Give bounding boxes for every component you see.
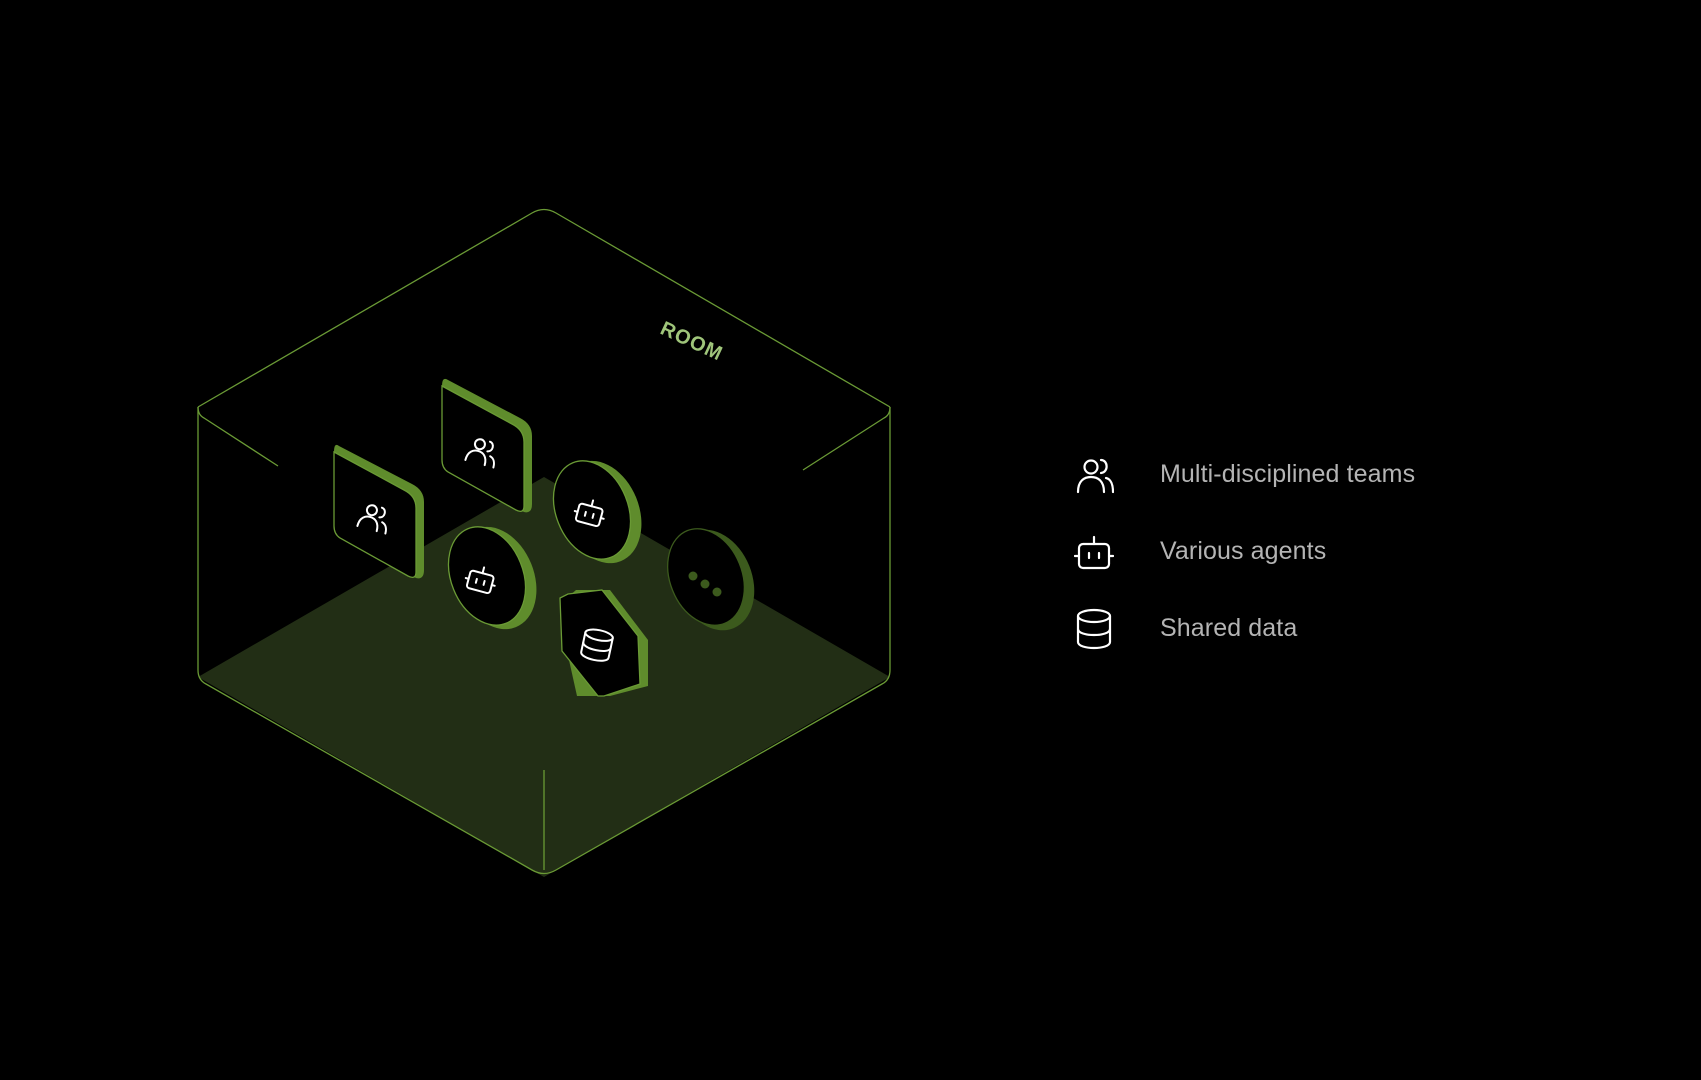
- team-tile-back: [441, 378, 532, 513]
- more-coin: [667, 528, 755, 631]
- legend-item-teams: Multi-disciplined teams: [1072, 436, 1592, 513]
- room-label: ROOM: [657, 318, 726, 366]
- users-icon: [1072, 453, 1116, 497]
- robot-icon: [1072, 530, 1116, 574]
- legend-label: Shared data: [1160, 614, 1298, 642]
- more-dots-icon: [688, 571, 722, 597]
- legend-item-agents: Various agents: [1072, 513, 1592, 590]
- agent-coin-front: [447, 526, 537, 630]
- database-icon: [1072, 607, 1116, 651]
- legend-item-data: Shared data: [1072, 590, 1592, 667]
- room-outline: [197, 208, 891, 875]
- data-hexagon: [559, 589, 648, 697]
- legend-label: Various agents: [1160, 537, 1327, 565]
- legend: Multi-disciplined teams Various agents S…: [1072, 436, 1592, 667]
- agent-coin-back: [552, 460, 642, 564]
- legend-label: Multi-disciplined teams: [1160, 460, 1416, 488]
- team-tile-front: [333, 444, 424, 579]
